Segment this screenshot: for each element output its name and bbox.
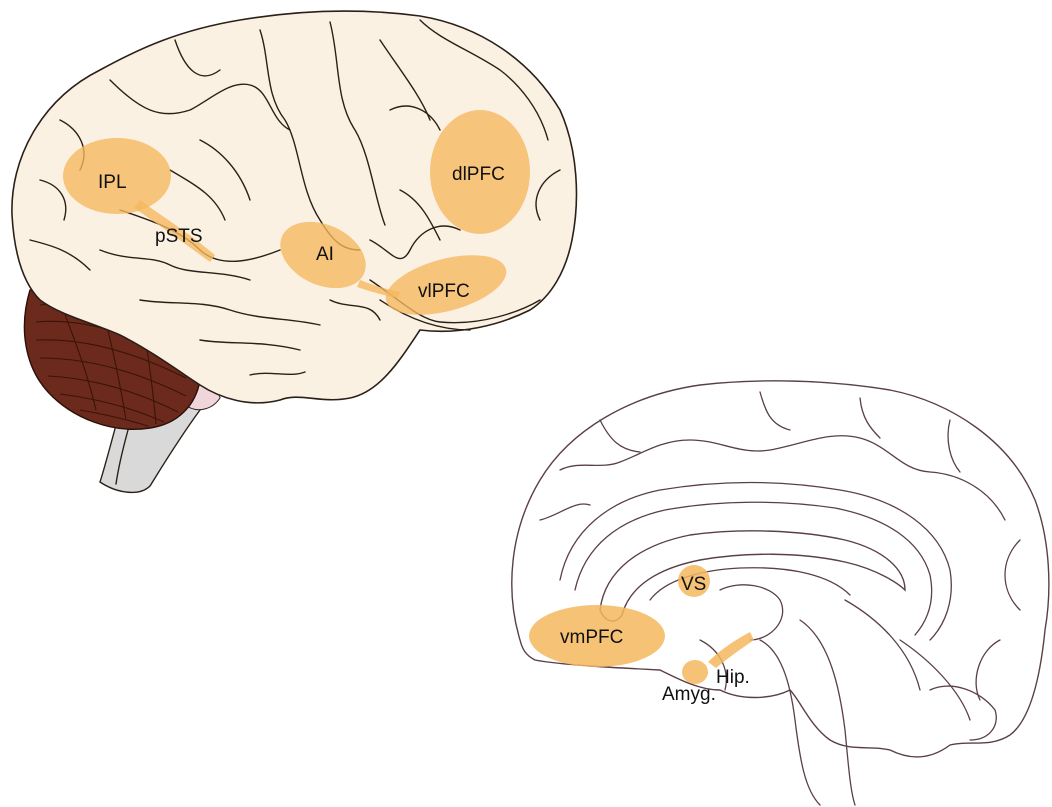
- medial-brain-view: VS vmPFC Amyg. Hip.: [512, 381, 1049, 805]
- vs-label: VS: [681, 574, 706, 595]
- lateral-brain-view: IPL pSTS AI dlPFC vlPFC: [12, 11, 577, 492]
- ai-label: AI: [316, 244, 334, 265]
- ipl-label: IPL: [98, 172, 127, 193]
- amyg-label: Amyg.: [662, 684, 716, 705]
- hip-label: Hip.: [716, 667, 750, 688]
- dlpfc-label: dlPFC: [452, 164, 505, 185]
- vlpfc-label: vlPFC: [418, 281, 470, 302]
- amyg-region: [682, 660, 708, 684]
- vmpfc-label: vmPFC: [560, 627, 623, 648]
- psts-label: pSTS: [155, 226, 203, 247]
